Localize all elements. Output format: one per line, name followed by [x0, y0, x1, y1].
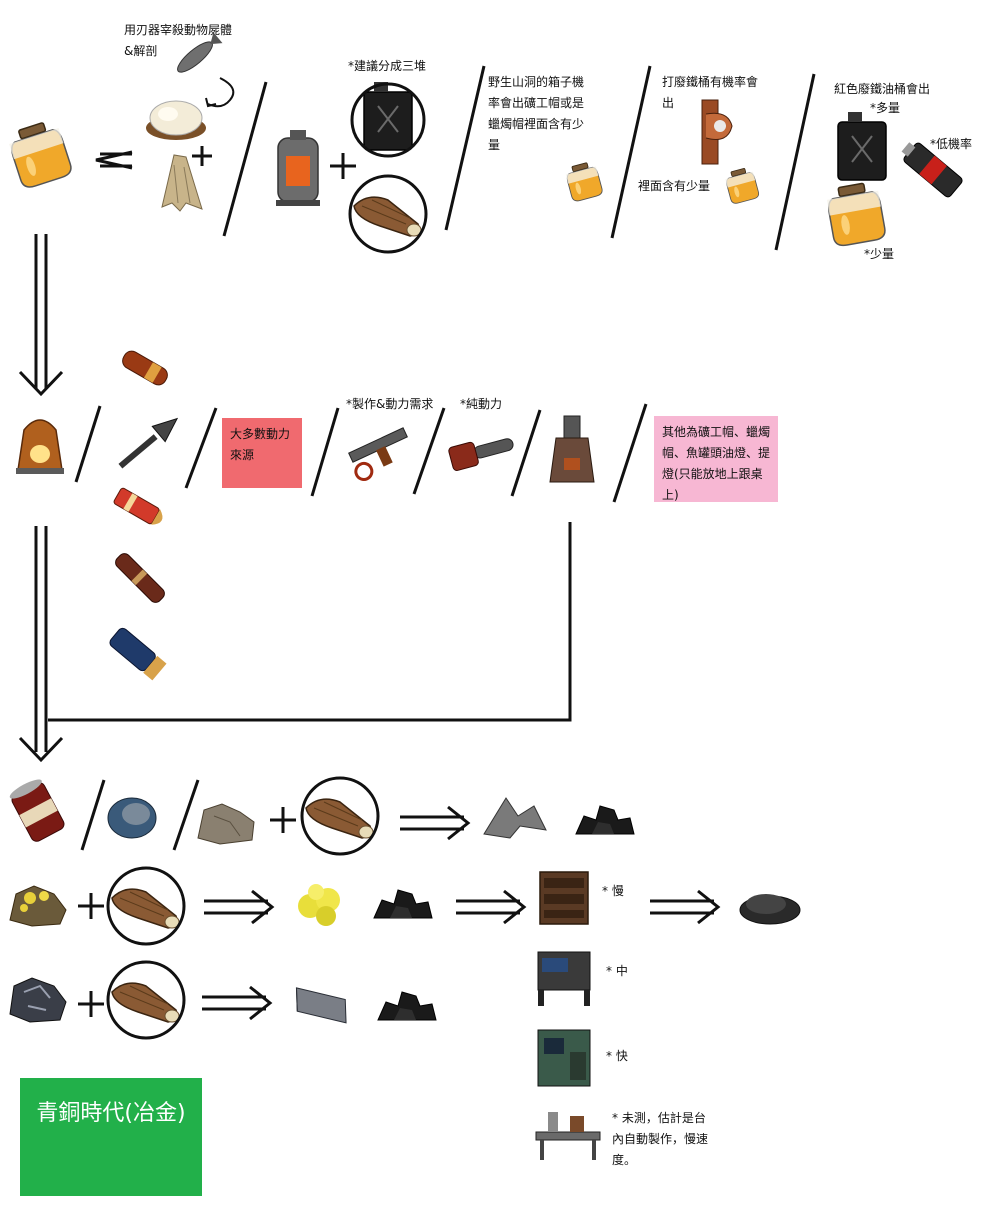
fish-icon: [177, 32, 223, 73]
slash-divider: [610, 65, 652, 239]
slash-divider: [774, 73, 816, 251]
tin-can-icon: [9, 779, 65, 842]
bronze-age-box: 青銅時代(冶金): [20, 1078, 202, 1196]
workbench-3-icon: [537, 1029, 591, 1087]
slash-divider: [172, 779, 200, 851]
fuel-jar-icon: [563, 160, 604, 203]
lowgrade-fuel-jar-icon: [5, 117, 75, 191]
mixing-table-icon: [535, 1112, 601, 1160]
chainsaw-icon: [448, 438, 514, 471]
plus-sign: [78, 991, 104, 1017]
barrel-small-note: 裡面含有少量: [638, 179, 711, 193]
cave-box-note: 野生山洞的箱子機率會出礦工帽或是蠟燭帽裡面含有少量: [488, 75, 585, 152]
curved-arrow: [207, 77, 235, 108]
wood-log-icon: [111, 888, 180, 929]
double-right-arrow: [202, 985, 273, 1021]
barrel-chance-note: 打廢鐵桶有機率會出: [662, 75, 759, 110]
fuel-jar-icon: [824, 180, 888, 248]
plus-sign: [330, 153, 356, 179]
kill-animal-note: 用刃器宰殺動物屍體&解剖: [124, 23, 233, 58]
stone-ore-icon: [197, 803, 255, 845]
double-right-arrow: [204, 889, 275, 925]
double-right-arrow: [456, 889, 527, 925]
plus-sign: [78, 893, 104, 919]
speed-medium-note: * 中: [606, 964, 628, 978]
cloth-icon: [161, 154, 203, 212]
suggest-three-note: *建議分成三堆: [348, 59, 427, 73]
main-power-box: 大多數動力來源: [222, 418, 302, 488]
rifle-bullet-icon: [113, 487, 163, 525]
double-left-arrow: [95, 150, 133, 170]
connector-line: [48, 522, 572, 722]
slash-divider: [444, 65, 486, 231]
slash-divider: [412, 407, 446, 495]
fuel-jar-icon: [723, 165, 761, 205]
sulfur-ore-icon: [9, 885, 67, 927]
highlight-circle: [106, 866, 186, 946]
slash-divider: [310, 407, 340, 497]
incendiary-rocket-icon: [115, 553, 165, 603]
mixing-unknown-note: * 未測，估計是台內自動製作，慢速度。: [612, 1111, 709, 1167]
charcoal-icon: [575, 805, 635, 835]
open-can-icon: [107, 797, 157, 839]
animal-fat-icon: [146, 100, 206, 140]
speed-fast-note: * 快: [606, 1049, 628, 1063]
jerrycan-icon: [837, 111, 887, 181]
highlight-circle: [106, 960, 186, 1040]
refinery-icon: [549, 415, 595, 483]
other-uses-box: 其他為礦工帽、蠟燭帽、魚罐頭油燈、提燈(只能放地上跟桌上): [654, 416, 778, 502]
highlight-circle: [300, 776, 380, 856]
sulfur-icon: [298, 884, 340, 926]
furnace-lantern-icon: [276, 130, 320, 206]
down-arrow: [18, 234, 64, 397]
workbench-2-icon: [537, 951, 591, 1006]
slash-divider: [222, 81, 268, 237]
slash-divider: [612, 403, 648, 503]
wood-log-icon: [111, 982, 180, 1023]
little-note: *少量: [864, 247, 895, 261]
metal-fragments-icon: [483, 797, 547, 839]
double-right-arrow: [650, 889, 721, 925]
much-note: *多量: [870, 101, 901, 115]
metal-ore-icon: [9, 977, 67, 1023]
plus-sign: [192, 146, 212, 166]
jerrycan-icon: [363, 81, 413, 151]
speed-slow-note: * 慢: [602, 884, 624, 898]
double-right-arrow: [400, 805, 471, 841]
spear-icon: [118, 417, 179, 469]
gas-canister-icon: [901, 142, 963, 198]
slash-divider: [510, 409, 542, 497]
craft-power-note: *製作&動力需求: [346, 397, 434, 411]
slash-divider: [74, 405, 102, 483]
slash-divider: [80, 779, 106, 851]
wood-log-icon: [353, 196, 422, 237]
down-arrow: [18, 526, 64, 763]
highlight-circle: [348, 174, 428, 254]
charcoal-icon: [377, 991, 437, 1021]
charcoal-icon: [373, 889, 433, 919]
slash-divider: [184, 407, 218, 489]
low-chance-note: *低機率: [930, 137, 973, 151]
gunpowder-icon: [739, 894, 801, 925]
wood-log-icon: [305, 798, 374, 839]
pure-power-note: *純動力: [460, 397, 503, 411]
rocket-ammo-icon: [122, 350, 168, 386]
shotgun-shell-icon: [109, 627, 167, 681]
flamethrower-icon: [348, 427, 408, 481]
workbench-1-icon: [539, 871, 589, 925]
red-barrel-note: 紅色廢鐵油桶會出: [834, 82, 931, 96]
plus-sign: [270, 807, 296, 833]
scrap-barrel-icon: [701, 99, 733, 165]
highlight-circle: [350, 82, 426, 158]
metal-ingot-icon: [295, 987, 347, 1024]
furnace-icon: [16, 419, 64, 474]
